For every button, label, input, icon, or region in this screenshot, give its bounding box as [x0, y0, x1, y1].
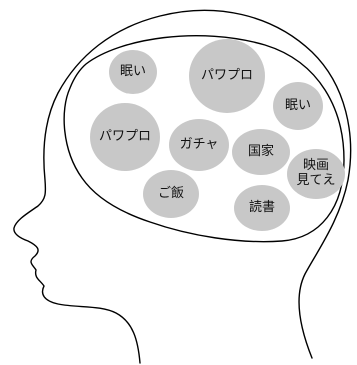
thought-bubble-sleepy: 眠い — [273, 82, 323, 130]
thought-bubble-movie: 映画 見てえ — [287, 149, 345, 199]
thought-bubble-kokka: 国家 — [232, 129, 290, 175]
thought-bubble-pawapuro: パワプロ — [90, 103, 160, 171]
thought-bubble-gacha: ガチャ — [169, 119, 229, 171]
head-outline — [13, 9, 352, 364]
brain-outline — [63, 35, 345, 243]
thought-bubble-sleepy: 眠い — [109, 50, 157, 94]
thought-bubble-pawapuro: パワプロ — [189, 39, 265, 113]
thought-bubble-reading: 読書 — [234, 185, 290, 231]
thought-bubble-gohan: ご飯 — [143, 170, 199, 218]
